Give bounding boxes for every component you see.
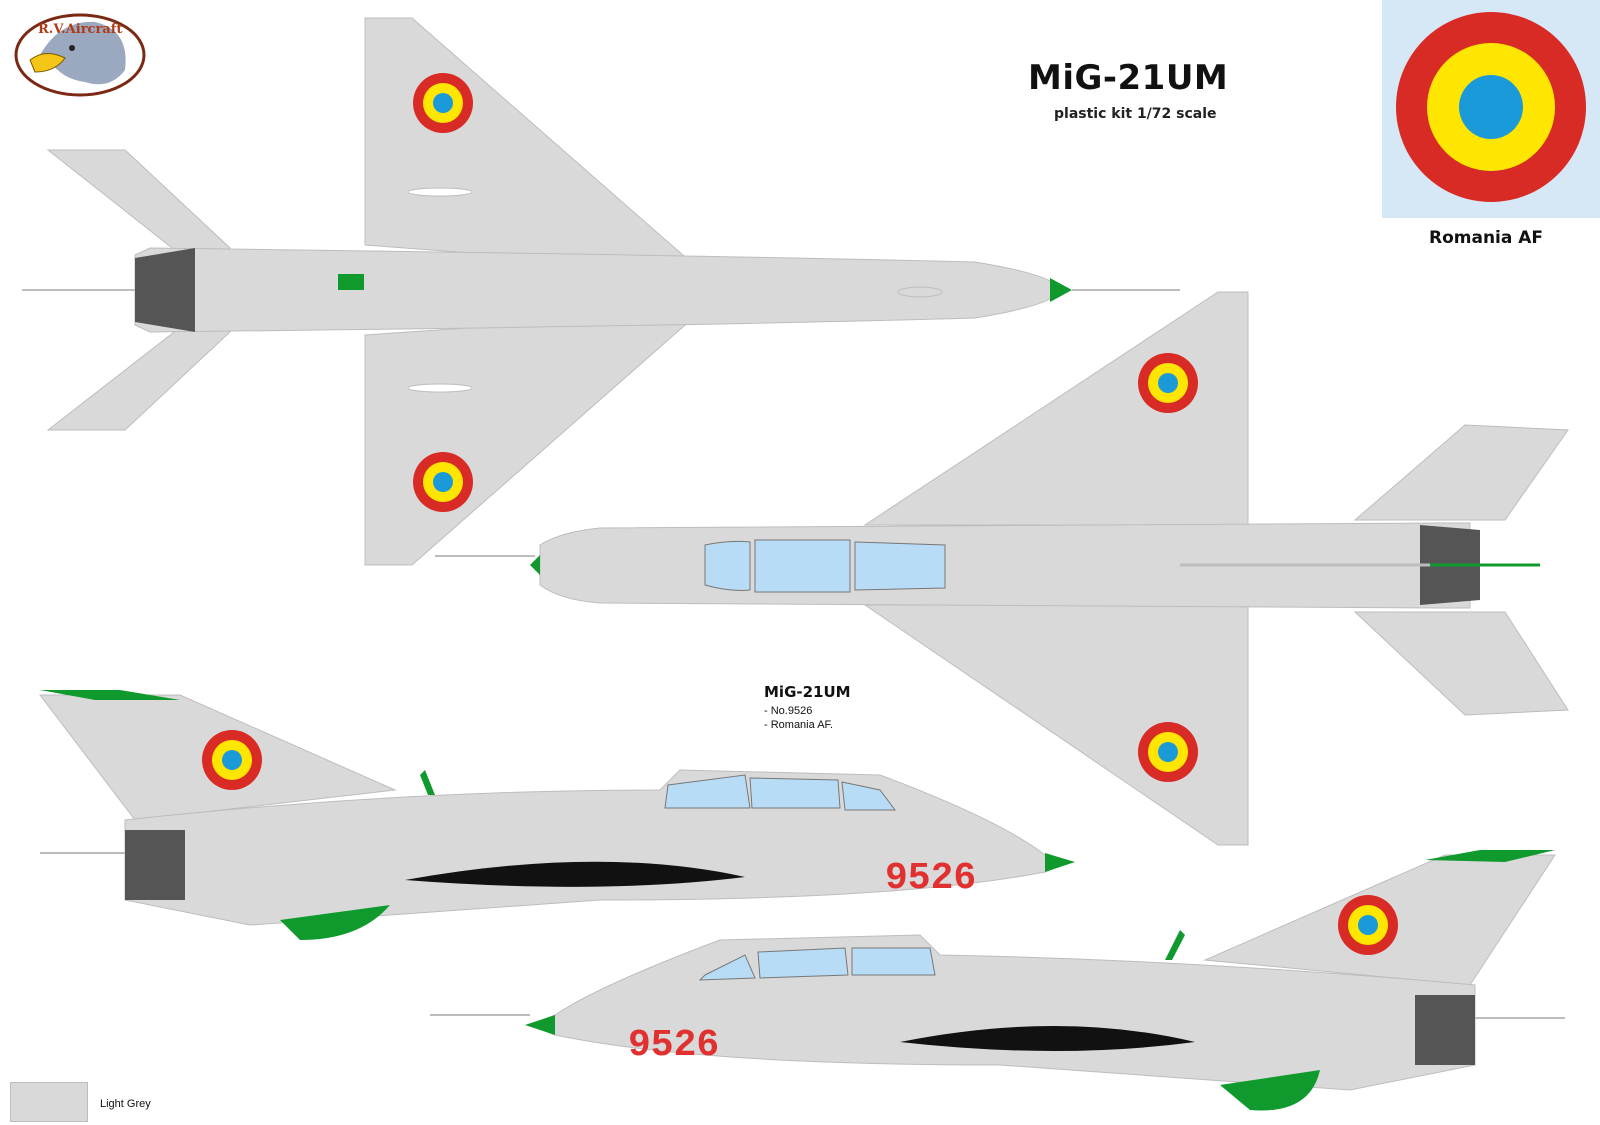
logo-text: R.V.Aircraft bbox=[38, 22, 123, 37]
serial-number-right: 9526 bbox=[628, 1024, 719, 1067]
right-side-view-aircraft: 9526 bbox=[430, 850, 1565, 1111]
left-side-view-aircraft: 9526 bbox=[38, 690, 1075, 940]
roundel-caption: Romania AF bbox=[1429, 228, 1544, 248]
roundel-reference-panel bbox=[1382, 0, 1600, 218]
page-title: MiG-21UM bbox=[1028, 58, 1229, 98]
info-title: MiG-21UM bbox=[764, 683, 851, 701]
page-subtitle: plastic kit 1/72 scale bbox=[1054, 106, 1217, 122]
info-line-serial: - No.9526 bbox=[764, 705, 813, 717]
underside-view-aircraft bbox=[435, 291, 1569, 846]
legend-label: Light Grey bbox=[100, 1098, 151, 1110]
legend-swatch-light-grey bbox=[10, 1082, 88, 1122]
info-line-airforce: - Romania AF. bbox=[764, 719, 834, 731]
rv-aircraft-logo bbox=[14, 13, 146, 97]
top-view-aircraft bbox=[22, 17, 1180, 566]
serial-number-left: 9526 bbox=[885, 857, 976, 900]
